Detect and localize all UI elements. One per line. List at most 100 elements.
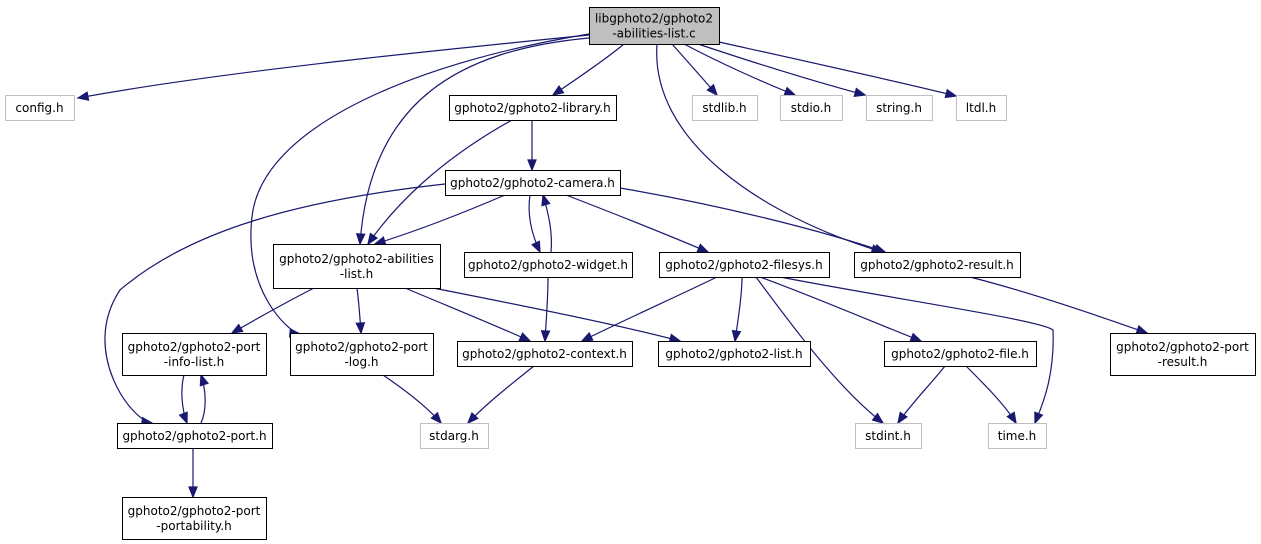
node-label: stdint.h — [865, 429, 911, 443]
node-label: gphoto2/gphoto2-port — [295, 340, 428, 354]
edge-abilities-to-context — [397, 284, 532, 342]
edge-arrowhead — [871, 412, 885, 424]
edge-arrowhead — [178, 411, 188, 425]
node-box — [854, 252, 1021, 278]
node-camera[interactable]: gphoto2/gphoto2-camera.h — [445, 170, 621, 196]
node-port[interactable]: gphoto2/gphoto2-port.h — [117, 423, 273, 449]
node-ltdl[interactable]: ltdl.h — [956, 95, 1007, 121]
node-filesys[interactable]: gphoto2/gphoto2-filesys.h — [659, 252, 830, 278]
node-box — [855, 423, 922, 449]
node-label: gphoto2/gphoto2-widget.h — [468, 258, 628, 272]
edge-arrowhead — [466, 411, 479, 425]
edge-arrowhead — [188, 486, 198, 499]
edge-arrowhead — [580, 331, 594, 342]
node-label: gphoto2/gphoto2-list.h — [665, 347, 802, 361]
edge-filesys-to-list — [731, 276, 743, 343]
edge-arrowhead — [541, 193, 551, 207]
edge-line — [965, 365, 1017, 424]
node-widget[interactable]: gphoto2/gphoto2-widget.h — [464, 252, 633, 278]
edge-widget-to-camera — [541, 193, 553, 253]
node-stdarg[interactable]: stdarg.h — [420, 423, 489, 449]
node-box — [117, 423, 273, 449]
node-portability[interactable]: gphoto2/gphoto2-port-portability.h — [122, 497, 267, 540]
node-box — [658, 341, 811, 367]
edge-line — [382, 374, 442, 424]
node-stdlib[interactable]: stdlib.h — [692, 95, 758, 121]
edge-line — [759, 276, 922, 342]
node-label: gphoto2/gphoto2-filesys.h — [665, 258, 822, 272]
node-label: gphoto2/gphoto2-result.h — [860, 258, 1013, 272]
edge-camera-to-result — [619, 187, 887, 254]
edge-line — [619, 187, 886, 253]
edge-camera-to-abilities — [373, 194, 506, 246]
node-time[interactable]: time.h — [988, 423, 1047, 449]
edge-line — [581, 276, 718, 342]
edge-arrowhead — [783, 86, 797, 96]
node-library[interactable]: gphoto2/gphoto2-library.h — [449, 95, 617, 121]
edge-abilities-to-portinfo — [230, 284, 321, 334]
node-label: gphoto2/gphoto2-port — [128, 504, 261, 518]
node-label: -abilities-list.c — [612, 27, 695, 41]
node-label: stdlib.h — [702, 101, 746, 115]
edge-widget-to-context — [540, 276, 551, 343]
edge-arrowhead — [706, 83, 719, 97]
edge-arrowhead — [540, 330, 551, 343]
edge-arrowhead — [230, 323, 244, 334]
node-label: config.h — [15, 101, 63, 115]
edge-arrowhead — [518, 332, 532, 342]
edge-line — [969, 276, 1148, 334]
node-box — [589, 7, 720, 45]
edge-arrowhead — [1135, 324, 1149, 335]
edge-camera-to-filesys — [565, 194, 710, 253]
edge-main-to-ltdl — [718, 41, 958, 99]
node-file[interactable]: gphoto2/gphoto2-file.h — [884, 341, 1037, 367]
node-box — [884, 341, 1037, 367]
node-portlog[interactable]: gphoto2/gphoto2-port-log.h — [290, 333, 434, 376]
edge-line — [755, 276, 884, 424]
edge-arrowhead — [531, 240, 541, 254]
node-portinfo[interactable]: gphoto2/gphoto2-port-info-list.h — [122, 333, 267, 376]
node-abilities[interactable]: gphoto2/gphoto2-abilities-list.h — [273, 244, 441, 289]
edge-context-to-stdarg — [466, 365, 535, 425]
node-stdint[interactable]: stdint.h — [855, 423, 922, 449]
edge-abilities-to-portlog — [355, 287, 366, 335]
edge-port-to-portability — [188, 448, 198, 499]
node-list[interactable]: gphoto2/gphoto2-list.h — [658, 341, 811, 367]
edge-filesys-to-time — [779, 276, 1054, 425]
edge-main-to-abilities — [355, 37, 590, 246]
node-config[interactable]: config.h — [5, 95, 75, 121]
node-label: gphoto2/gphoto2-port — [1116, 340, 1249, 354]
edge-arrowhead — [199, 373, 209, 387]
node-label: -list.h — [340, 267, 373, 281]
node-label: -info-list.h — [164, 355, 224, 369]
edge-arrowhead — [527, 159, 537, 172]
node-portresult[interactable]: gphoto2/gphoto2-port-result.h — [1110, 333, 1256, 376]
node-label: ltdl.h — [966, 101, 996, 115]
node-main[interactable]: libgphoto2/gphoto2-abilities-list.c — [589, 7, 720, 45]
edge-arrowhead — [731, 329, 742, 343]
edge-line — [779, 276, 1054, 424]
node-context[interactable]: gphoto2/gphoto2-context.h — [457, 341, 633, 367]
edge-file-to-stdint — [897, 365, 946, 425]
edge-main-to-config — [76, 34, 590, 101]
edge-arrowhead — [1006, 411, 1017, 425]
node-box — [449, 95, 617, 121]
node-box — [122, 497, 267, 540]
edge-arrowhead — [909, 332, 923, 342]
edge-line — [697, 43, 866, 96]
edge-portlog-to-stdarg — [382, 374, 443, 425]
node-string[interactable]: string.h — [866, 95, 933, 121]
node-label: gphoto2/gphoto2-port.h — [122, 429, 266, 443]
node-box — [1110, 333, 1256, 376]
node-box — [692, 95, 758, 121]
edge-arrowhead — [873, 243, 887, 254]
node-box — [445, 170, 621, 196]
edge-filesys-to-stdint — [755, 276, 885, 424]
node-label: -result.h — [1158, 355, 1208, 369]
node-stdio[interactable]: stdio.h — [780, 95, 843, 121]
node-result[interactable]: gphoto2/gphoto2-result.h — [854, 252, 1021, 278]
edge-arrowhead — [944, 88, 958, 99]
edge-arrowhead — [696, 243, 710, 253]
edge-main-to-string — [697, 43, 867, 98]
node-label: -log.h — [344, 355, 378, 369]
